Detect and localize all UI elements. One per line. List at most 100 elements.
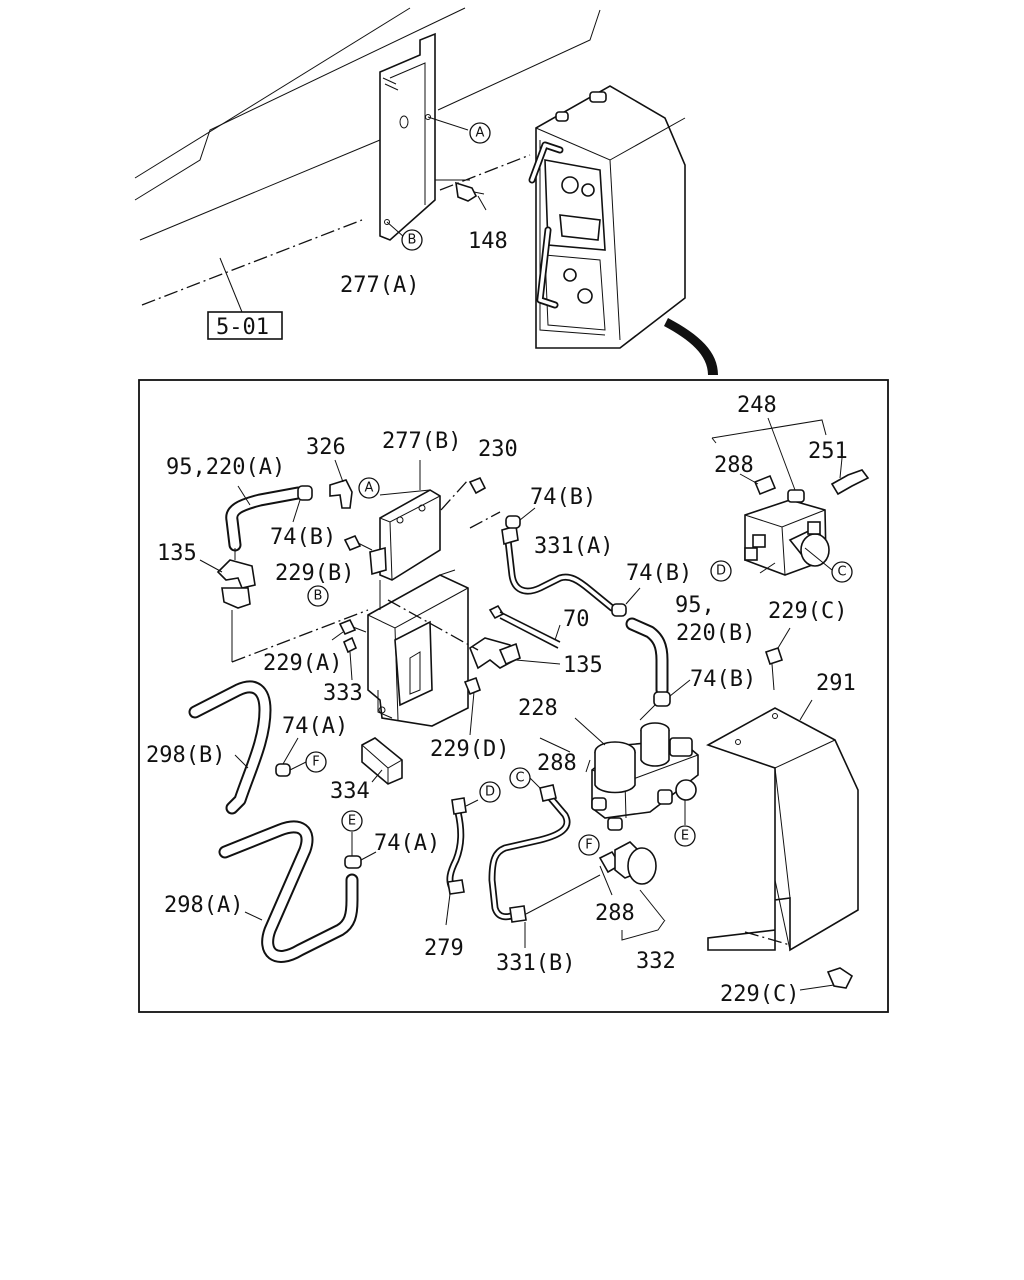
- label-228: 228: [518, 696, 558, 721]
- label-291: 291: [816, 671, 856, 696]
- clip-135-right: [469, 637, 561, 670]
- zoom-arrow: [664, 318, 718, 375]
- svg-text:E: E: [348, 814, 356, 829]
- label-95-b: 95,: [675, 593, 715, 618]
- callout-d-tube: D: [479, 781, 501, 803]
- callout-e-hose: E: [341, 810, 363, 832]
- screw-229a: [331, 618, 367, 641]
- svg-text:C: C: [837, 565, 846, 580]
- callout-e-valve: E: [674, 825, 696, 847]
- detail-frame: [138, 379, 889, 1013]
- clip-135-left: [199, 548, 256, 662]
- label-229d: 229(D): [430, 737, 509, 762]
- label-70: 70: [563, 607, 590, 632]
- label-279: 279: [424, 936, 464, 961]
- label-74a-1: 74(A): [282, 714, 348, 739]
- svg-text:B: B: [408, 233, 417, 248]
- elbow-326: [329, 459, 353, 509]
- svg-text:D: D: [485, 785, 495, 800]
- label-148: 148: [468, 229, 508, 254]
- screw-230: [468, 476, 487, 495]
- label-220b: 220(B): [676, 621, 755, 646]
- label-74b-4: 74(B): [690, 667, 756, 692]
- label-95-220a: 95,220(A): [166, 455, 285, 480]
- sensor-251: [830, 457, 870, 496]
- frame-rail-overview: [134, 7, 601, 313]
- label-334: 334: [330, 779, 370, 804]
- label-74a-2: 74(A): [374, 831, 440, 856]
- svg-text:E: E: [681, 829, 689, 844]
- label-288-top: 288: [714, 453, 754, 478]
- label-298b: 298(B): [146, 743, 225, 768]
- label-248: 248: [737, 393, 777, 418]
- valve-assembly-228: [539, 704, 699, 831]
- label-288-mid: 288: [537, 751, 577, 776]
- hose-220b: [625, 617, 669, 697]
- label-74b-1: 74(B): [270, 525, 336, 550]
- svg-text:F: F: [312, 755, 319, 770]
- mount-bracket-333: [367, 569, 469, 727]
- bracket-277b: [369, 460, 469, 581]
- callout-c-tube: C: [509, 767, 531, 789]
- label-251: 251: [808, 439, 848, 464]
- label-135-right: 135: [563, 653, 603, 678]
- callout-d-valve: D: [710, 560, 732, 582]
- tube-279: [445, 797, 479, 926]
- bolt-148: [455, 181, 487, 211]
- label-74b-2: 74(B): [530, 485, 596, 510]
- screw-229d: [463, 676, 481, 736]
- reference-label: 5-01: [216, 315, 269, 340]
- svg-text:C: C: [515, 771, 524, 786]
- label-326: 326: [306, 435, 346, 460]
- reference-box: [207, 311, 283, 340]
- bracket-plate-top: [379, 32, 470, 241]
- clamp-74a-1: [275, 737, 307, 777]
- callout-a-detail: A: [358, 477, 380, 499]
- valve-block-248: [711, 417, 833, 576]
- cable-tie-70: [488, 604, 561, 649]
- label-277b: 277(B): [382, 429, 461, 454]
- clamp-74b-3: [611, 587, 641, 617]
- label-229c-bottom: 229(C): [720, 982, 799, 1007]
- module-housing: [528, 85, 686, 349]
- cover-291: [706, 699, 859, 952]
- label-288-bottom: 288: [595, 901, 635, 926]
- svg-text:B: B: [314, 589, 323, 604]
- tube-331b: [488, 777, 601, 948]
- label-298a: 298(A): [164, 893, 243, 918]
- label-230: 230: [478, 437, 518, 462]
- svg-text:D: D: [716, 564, 726, 579]
- svg-text:A: A: [476, 126, 485, 141]
- sleeve-334: [361, 737, 403, 785]
- callout-b-top: B: [401, 229, 423, 251]
- callout-a-top: A: [469, 122, 491, 144]
- screw-333: [342, 636, 358, 681]
- hose-298b: [188, 680, 272, 815]
- clamp-74a-2: [344, 832, 377, 869]
- clamp-74b-4: [653, 679, 691, 707]
- label-333: 333: [323, 681, 363, 706]
- label-229b: 229(B): [275, 561, 354, 586]
- label-229c-top: 229(C): [768, 599, 847, 624]
- hose-298a: [218, 820, 359, 963]
- bolt-229c-top: [764, 627, 791, 691]
- hose-220a: [225, 485, 305, 552]
- bolt-229c-bottom: [799, 967, 854, 991]
- callout-f-gauge: F: [578, 834, 600, 856]
- part-labels: 277(A) 148 248 251 288 326 277(B) 230 95…: [146, 229, 856, 1007]
- fitting-288-top: [739, 473, 777, 496]
- callout-f-left: F: [305, 751, 327, 773]
- label-229a: 229(A): [263, 651, 342, 676]
- svg-text:A: A: [365, 481, 374, 496]
- callout-b-detail: B: [307, 585, 329, 607]
- callouts: A B A B D C F C D E E F: [305, 122, 853, 856]
- screw-229b: [343, 534, 373, 552]
- svg-text:F: F: [585, 838, 592, 853]
- label-277a: 277(A): [340, 273, 419, 298]
- tube-331a: [469, 511, 616, 612]
- clamp-74b-1: [292, 485, 313, 523]
- clamp-74b-2: [505, 507, 536, 529]
- label-135-left: 135: [157, 541, 197, 566]
- label-332: 332: [636, 949, 676, 974]
